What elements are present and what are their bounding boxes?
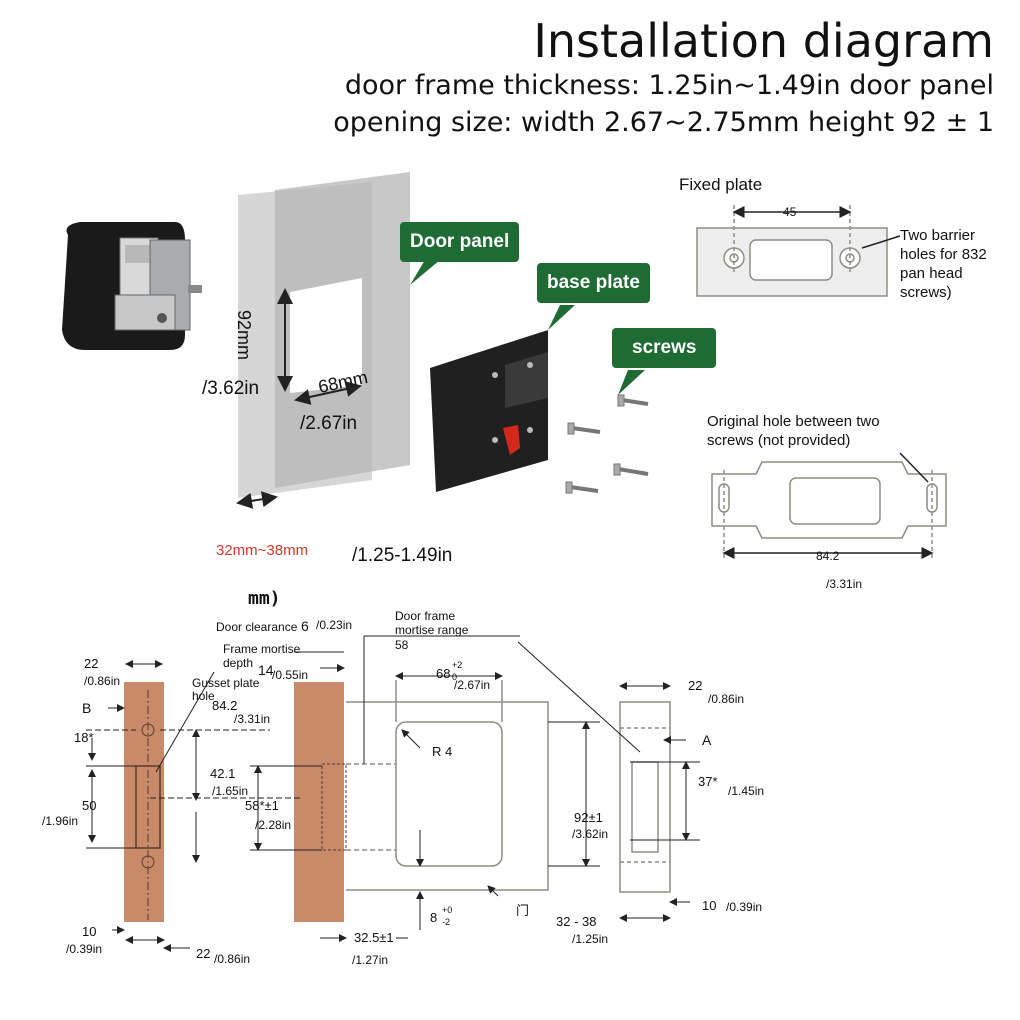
right-d10: 10 <box>702 898 717 913</box>
base-plate-callout: base plate <box>537 263 650 303</box>
left-w22: 22 <box>84 656 99 671</box>
center-w68-tol: +2 <box>452 660 463 670</box>
mortise-range-value: 58 <box>395 638 409 652</box>
fixed-plate-spacing: 45 <box>783 205 797 219</box>
right-d37-in: /1.45in <box>728 784 765 798</box>
lock-body-image <box>62 222 202 350</box>
page-title: Installation diagram <box>533 14 994 68</box>
left-d10-in: /0.39in <box>66 942 103 956</box>
frame-mortise-label-2: depth <box>223 656 254 670</box>
strike-bracket-drawing <box>711 452 947 560</box>
gusset-label-2: hole <box>192 689 215 703</box>
panel-width-in: /2.67in <box>300 413 358 434</box>
orig-hole-note-1: Original hole between two <box>707 413 880 430</box>
left-d58: 58*±1 <box>245 798 279 813</box>
center-w68: 68 <box>436 666 451 681</box>
right-dimensions <box>517 641 700 922</box>
bracket-length: 84.2 <box>816 549 840 563</box>
left-d84-in: /3.31in <box>234 712 271 726</box>
door-clearance-value: 6 <box>301 618 309 634</box>
right-w22: 22 <box>688 678 703 693</box>
center-w68-in: /2.67in <box>454 678 491 692</box>
frame-mortise-label-1: Frame mortise <box>223 642 301 656</box>
center-h92-in: /3.62in <box>572 827 609 841</box>
center-d8-tol2: -2 <box>442 917 451 927</box>
door-clearance-in: /0.23in <box>316 618 353 632</box>
center-h92: 92±1 <box>574 810 603 825</box>
left-d10: 10 <box>82 924 97 939</box>
left-b22-in: /0.86in <box>214 952 251 966</box>
left-d50-in: /1.96in <box>42 814 79 828</box>
left-d58-in: /2.28in <box>255 818 292 832</box>
center-d8-tol: +0 <box>442 905 453 915</box>
right-a-marker: A <box>702 732 712 748</box>
door-panel-image <box>236 172 410 509</box>
mortise-range-label-2: mortise range <box>395 623 469 637</box>
right-d10-in: /0.39in <box>726 900 763 914</box>
right-w22-in: /0.86in <box>708 692 745 706</box>
center-frame-strip <box>294 682 347 922</box>
right-frame-strip <box>619 701 671 893</box>
left-d50: 50 <box>82 798 97 813</box>
holes-note-2: holes for 832 <box>900 246 987 263</box>
orig-hole-note-2: screws (not provided) <box>707 432 851 449</box>
frame-mortise-in: /0.55in <box>272 668 309 682</box>
base-plate-image <box>430 330 548 492</box>
right-d37: 37* <box>698 774 718 789</box>
panel-height-mm: 92mm <box>234 310 254 361</box>
panel-thickness-in: /1.25-1.49in <box>352 545 453 566</box>
right-d32-in: /1.25in <box>572 932 609 946</box>
door-outline <box>346 680 549 891</box>
left-d42-in: /1.65in <box>212 784 249 798</box>
unit-label: mm) <box>248 588 281 609</box>
door-panel-callout: Door panel <box>400 222 520 262</box>
center-d32: 32.5±1 <box>354 930 394 945</box>
left-d84: 84.2 <box>212 698 238 713</box>
left-dimensions <box>86 660 322 952</box>
center-r4: R 4 <box>432 744 453 759</box>
gusset-label-1: Gusset plate <box>192 676 260 690</box>
center-dimensions <box>294 635 600 942</box>
fixed-plate-drawing <box>696 205 901 297</box>
left-b22: 22 <box>196 946 211 961</box>
opening-size-line: opening size: width 2.67~2.75mm height 9… <box>333 107 994 138</box>
left-b-marker: B <box>82 700 92 716</box>
holes-note-1: Two barrier <box>900 227 976 244</box>
frame-mortise-value: 14 <box>258 662 274 678</box>
left-frame-strip <box>124 682 164 922</box>
center-d32-in: /1.27in <box>352 953 389 967</box>
bracket-length-in: /3.31in <box>826 577 863 591</box>
holes-note-4: screws) <box>900 284 952 301</box>
right-d32: 32 - 38 <box>556 914 597 929</box>
holes-note-3: pan head <box>900 265 963 282</box>
center-door-char: 门 <box>516 903 530 918</box>
panel-thickness-mm: 32mm~38mm <box>216 542 309 559</box>
mortise-range-label-1: Door frame <box>395 609 456 623</box>
door-clearance-label: Door clearance <box>216 620 298 634</box>
center-d8: 8 <box>430 910 438 925</box>
left-d18: 18* <box>74 730 94 745</box>
screws-callout: screws <box>612 328 717 368</box>
screws-image <box>565 394 649 494</box>
frame-thickness-line: door frame thickness: 1.25in~1.49in door… <box>344 70 994 101</box>
panel-height-in: /3.62in <box>202 378 260 399</box>
left-w22-in: /0.86in <box>84 674 121 688</box>
left-d42: 42.1 <box>210 766 236 781</box>
fixed-plate-title: Fixed plate <box>679 175 763 194</box>
center-w68-tol2: 0 <box>452 672 458 682</box>
